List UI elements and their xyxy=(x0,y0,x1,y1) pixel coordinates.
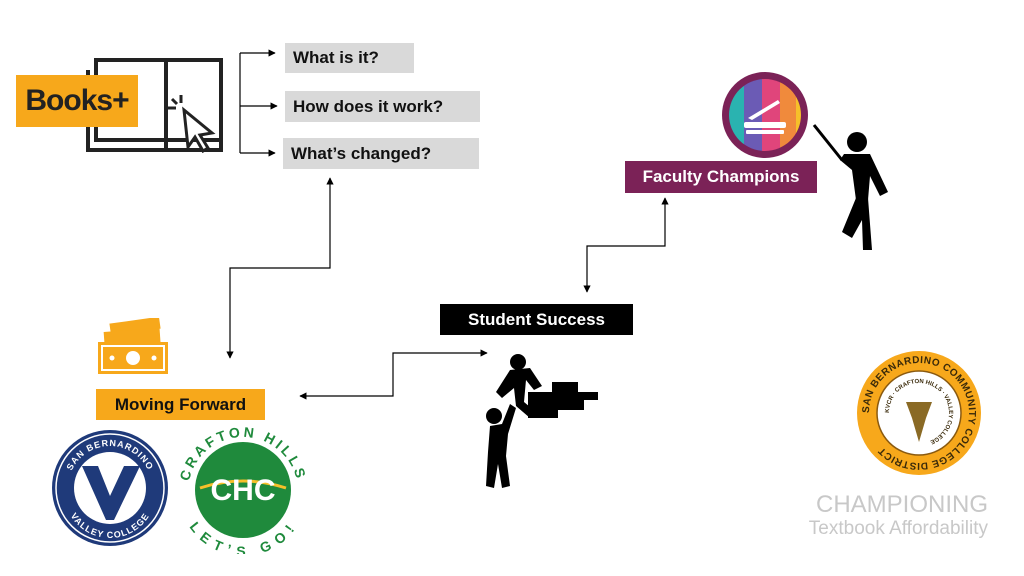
climbing-helping-icon xyxy=(486,354,598,488)
node-faculty-champions: Faculty Champions xyxy=(625,161,817,193)
footer-title: CHAMPIONING Textbook Affordability xyxy=(809,492,988,540)
money-icon xyxy=(98,318,168,374)
node-moving-forward: Moving Forward xyxy=(96,389,265,420)
chc-mid-text: CHC xyxy=(211,474,276,507)
question-whats-changed: What’s changed? xyxy=(283,138,479,169)
arrow-student-faculty xyxy=(583,197,669,293)
sbccd-seal: SAN BERNARDINO COMMUNITY COLLEGE DISTRIC… xyxy=(856,350,982,476)
books-plus-text: Books+ xyxy=(25,84,129,117)
footer-line-2: Textbook Affordability xyxy=(808,518,988,539)
teacher-pointer-icon xyxy=(812,124,888,250)
books-plus-logo: Books+ xyxy=(16,55,226,155)
question-how-does-it-work: How does it work? xyxy=(285,91,480,122)
footer-line-1: CHAMPIONING xyxy=(815,491,988,518)
faculty-badge-icon xyxy=(722,72,808,158)
arrow-student-moving xyxy=(299,349,488,400)
sbvc-logo: SAN BERNARDINO VALLEY COLLEGE xyxy=(50,428,170,548)
question-what-is-it: What is it? xyxy=(285,43,414,73)
chc-logo: CHC CRAFTON HILLS LET’S GO! xyxy=(176,422,308,559)
node-student-success: Student Success xyxy=(440,304,633,335)
arrow-changed-moving xyxy=(226,177,334,359)
